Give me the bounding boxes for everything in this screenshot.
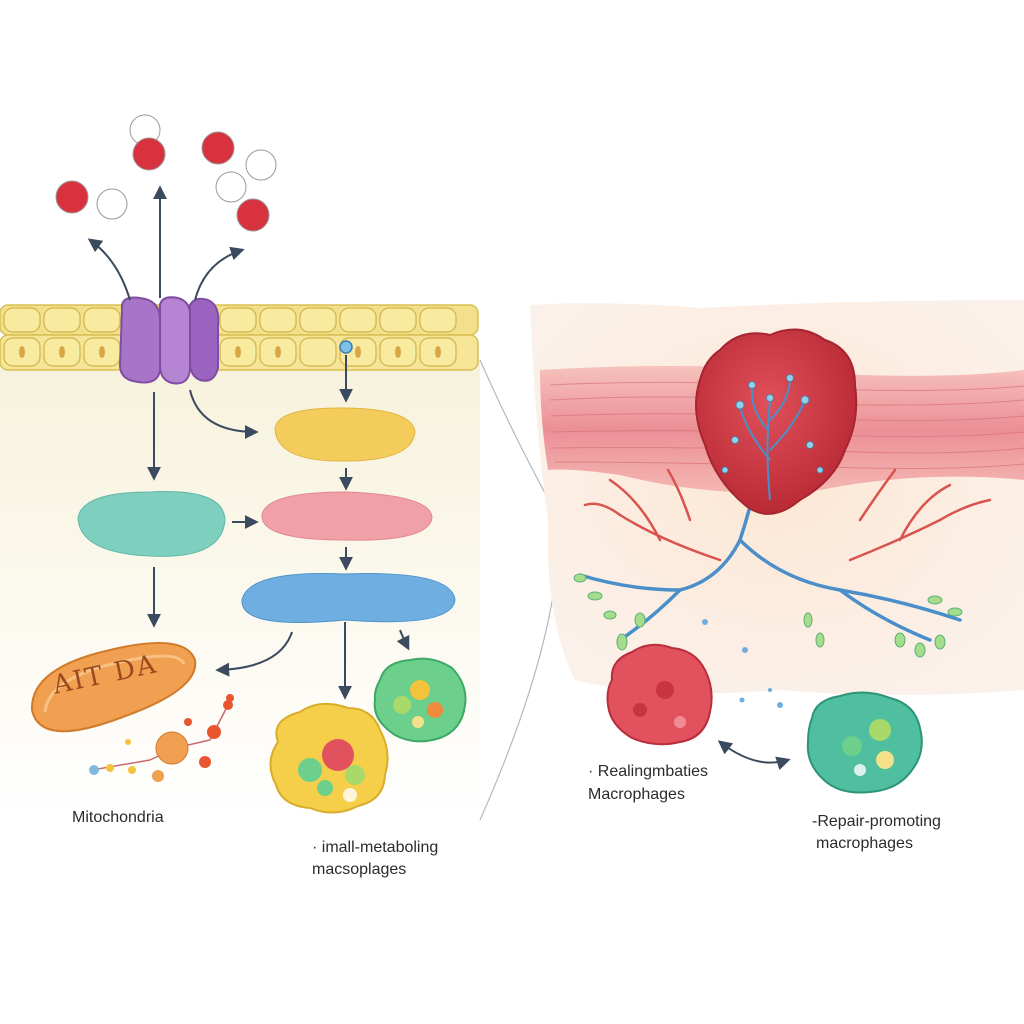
yellow-macrophage	[269, 702, 389, 814]
inflamed-lesion	[695, 328, 858, 515]
label-repair-line2: macrophages	[816, 835, 913, 852]
teal-macrophage	[806, 691, 923, 794]
yellow-signal-oval	[274, 407, 416, 462]
label-right-macrophages-line2: Macrophages	[588, 786, 685, 803]
receptor-dot	[339, 340, 353, 354]
label-right-macrophages-line1: · Realingmbaties	[588, 763, 709, 780]
label-repair-line1: -Repair-promoting	[812, 813, 941, 830]
label-left-macrophages-line2: macsoplages	[312, 861, 407, 878]
label-left-macrophages-line1: · imall-metaboling	[312, 839, 439, 856]
molecule-particles	[55, 114, 277, 232]
label-mitochondria: Mitochondria	[72, 809, 164, 826]
teal-signal-oval	[77, 491, 226, 557]
cell-membrane	[0, 304, 479, 371]
pink-signal-oval	[261, 491, 433, 541]
green-macrophage	[373, 657, 467, 743]
red-macrophage	[606, 643, 713, 746]
tissue-buds	[573, 573, 963, 658]
mitochondrion	[30, 641, 197, 733]
pathway-arrows	[87, 185, 791, 771]
membrane-channel-protein	[118, 296, 220, 385]
blue-signal-oval	[241, 573, 456, 623]
metabolite-chain	[89, 694, 234, 782]
